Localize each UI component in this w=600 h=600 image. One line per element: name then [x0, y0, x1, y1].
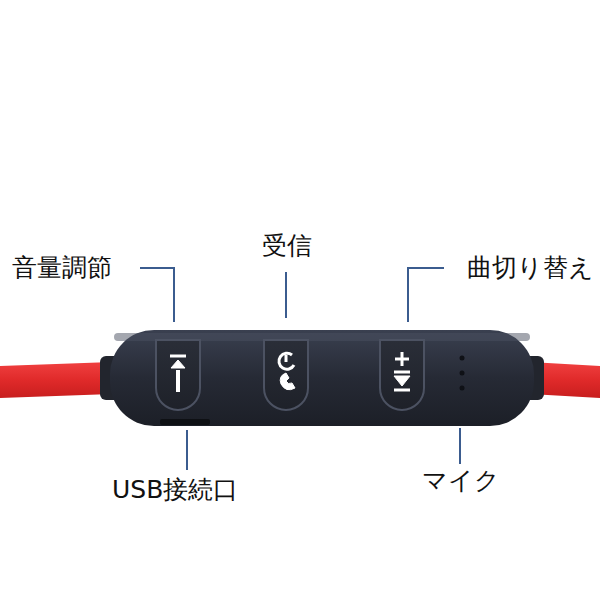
leader-volume	[140, 268, 174, 322]
volume-button	[156, 340, 200, 410]
usb-port	[160, 419, 210, 425]
leader-track	[408, 268, 444, 322]
track-label: 曲切り替え	[465, 253, 596, 283]
track-button	[380, 340, 424, 410]
answer-button	[264, 340, 308, 410]
remote-body	[110, 330, 534, 426]
mic-label: マイク	[420, 466, 502, 496]
answer-icon	[279, 353, 295, 390]
volume-label: 音量調節	[10, 253, 114, 283]
usb-label: USB接続口	[110, 475, 240, 505]
leader-answer	[285, 272, 287, 318]
leader-mic	[459, 428, 461, 464]
leader-usb	[186, 430, 188, 470]
mic-holes	[460, 356, 465, 391]
answer-label: 受信	[260, 231, 314, 261]
leader-lines	[140, 268, 460, 470]
volume-icon	[170, 356, 186, 392]
track-icon	[394, 352, 410, 390]
cable-left	[0, 362, 112, 398]
